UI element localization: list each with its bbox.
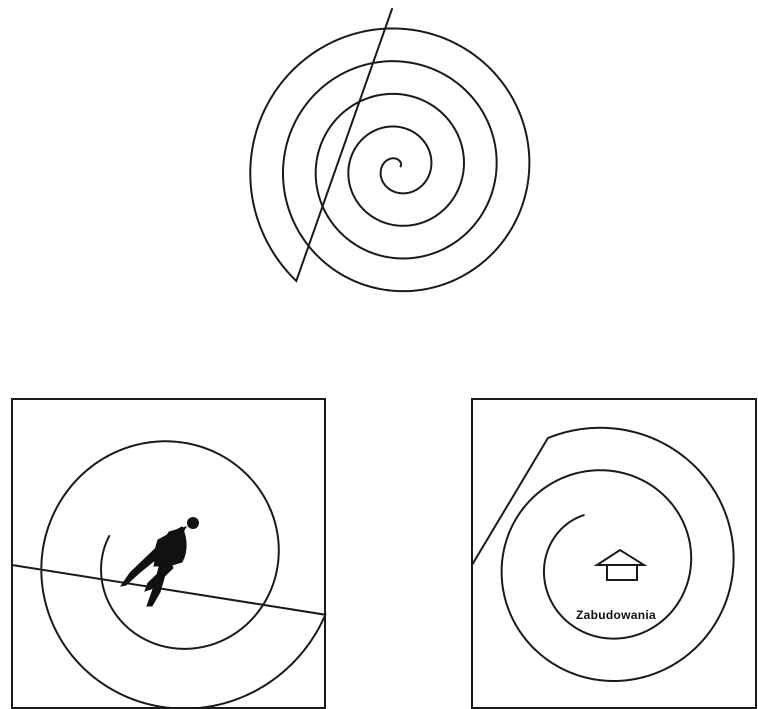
- panel-building: Zabudowania: [472, 399, 756, 708]
- house-icon: [597, 550, 644, 580]
- panel-person: [12, 399, 325, 709]
- top-spiral: [250, 9, 529, 291]
- building-label: Zabudowania: [576, 608, 656, 622]
- panel-building-spiral: [472, 428, 734, 681]
- panel-person-spiral: [12, 441, 325, 708]
